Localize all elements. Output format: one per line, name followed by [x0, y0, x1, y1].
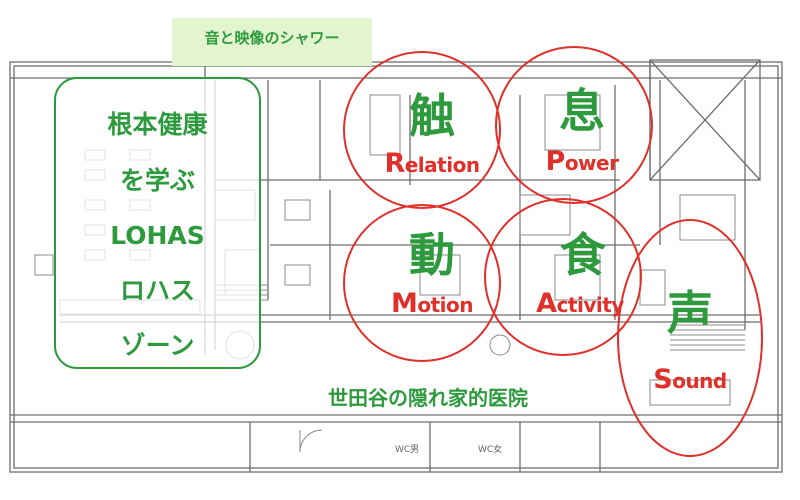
label-relation-initial: R — [384, 148, 405, 179]
zone-line-2: を学ぶ — [119, 166, 195, 195]
zone-line-5: ゾーン — [120, 331, 195, 360]
concept-circles — [343, 46, 763, 457]
zone-line-4: ロハス — [119, 276, 195, 305]
label-activity-rest: ctivity — [556, 293, 625, 317]
label-motion: Motion — [390, 288, 474, 319]
label-activity-initial: A — [536, 288, 557, 319]
label-sound: Sound — [653, 366, 727, 393]
kanji-sound: 声 — [667, 286, 713, 340]
wc-label-women: WC女 — [478, 443, 502, 455]
label-sound-initial: S — [653, 364, 673, 395]
kanji-motion: 動 — [409, 228, 455, 282]
label-relation: Relation — [384, 148, 480, 179]
clinic-name: 世田谷の隠れ家的医院 — [328, 386, 528, 410]
circle-sound — [617, 219, 763, 457]
circle-motion — [343, 204, 501, 362]
label-sound-rest: ound — [672, 369, 727, 393]
circle-relation — [343, 51, 501, 209]
lohas-zone-box — [54, 77, 261, 369]
label-activity: Activity — [536, 290, 624, 317]
circle-power — [495, 46, 653, 204]
kanji-power: 息 — [559, 84, 605, 138]
label-power: Power — [546, 148, 619, 175]
banner-caption: 音と映像のシャワー — [204, 29, 340, 47]
label-motion-initial: M — [390, 288, 418, 319]
wc-label-men: WC男 — [395, 444, 419, 455]
kanji-relation: 触 — [409, 89, 455, 143]
banner-highlight — [172, 18, 372, 66]
kanji-activity: 食 — [560, 228, 606, 282]
zone-line-3: LOHAS — [110, 221, 205, 250]
label-power-initial: P — [545, 146, 566, 177]
circle-activity — [484, 198, 642, 356]
zone-line-1: 根本健康 — [107, 110, 208, 139]
label-motion-rest: otion — [417, 293, 474, 317]
label-relation-rest: elation — [404, 153, 480, 177]
label-power-rest: ower — [564, 151, 619, 175]
